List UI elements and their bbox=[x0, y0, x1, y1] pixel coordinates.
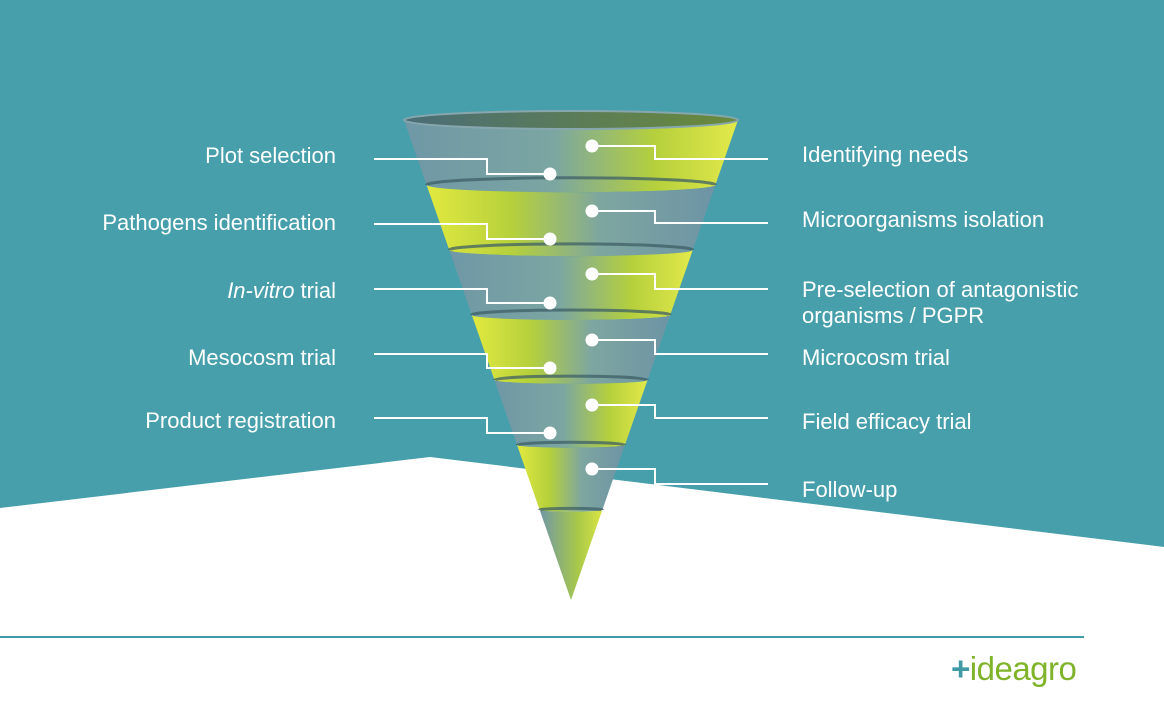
connector-line-right bbox=[592, 273, 768, 290]
label-microcosm-trial: Microcosm trial bbox=[802, 345, 950, 370]
footer-divider bbox=[0, 636, 1084, 638]
logo-wordmark: ideagro bbox=[969, 650, 1077, 687]
funnel-band-rim bbox=[492, 374, 650, 382]
connector-line-left bbox=[374, 353, 550, 369]
funnel-top-opening bbox=[403, 110, 739, 130]
funnel-band-rim bbox=[425, 176, 717, 186]
label-in-vitro-italic: In-vitro bbox=[227, 278, 295, 303]
label-product-registration: Product registration bbox=[145, 408, 336, 433]
label-follow-up: Follow-up bbox=[802, 477, 898, 502]
funnel-bands bbox=[403, 110, 739, 600]
label-identifying-needs: Identifying needs bbox=[802, 142, 969, 167]
label-in-vitro-rest: trial bbox=[294, 278, 336, 303]
funnel-band bbox=[494, 380, 648, 448]
connector-dot bbox=[585, 333, 599, 347]
connector-dot bbox=[543, 426, 557, 440]
connector-line-right bbox=[592, 468, 768, 485]
connector-line-right bbox=[592, 145, 768, 160]
connector-dot bbox=[585, 462, 599, 476]
connector-line-left bbox=[374, 417, 550, 434]
funnel-band bbox=[539, 510, 603, 600]
ideagro-logo: +ideagro bbox=[951, 650, 1077, 688]
label-pre-selection-line1: Pre-selection of antagonistic bbox=[802, 277, 1079, 302]
label-field-efficacy-trial: Field efficacy trial bbox=[802, 409, 972, 434]
connector-line-right bbox=[592, 339, 768, 355]
funnel-band bbox=[517, 445, 625, 512]
connector-dot bbox=[543, 296, 557, 310]
label-plot-selection: Plot selection bbox=[205, 143, 336, 168]
connector-line-left bbox=[374, 223, 550, 240]
connector-dot bbox=[543, 167, 557, 181]
connector-dot bbox=[585, 139, 599, 153]
connector-line-left bbox=[374, 158, 550, 175]
connector-lines bbox=[374, 139, 768, 485]
connector-dot bbox=[585, 204, 599, 218]
funnel-band-rim bbox=[538, 506, 604, 512]
connector-dot bbox=[585, 398, 599, 412]
label-in-vitro-trial: In-vitro trial bbox=[227, 278, 336, 304]
funnel-band-rim bbox=[515, 440, 627, 447]
connector-dot bbox=[543, 232, 557, 246]
connector-dot bbox=[543, 361, 557, 375]
label-pre-selection: Pre-selection of antagonistic organisms … bbox=[802, 277, 1078, 329]
label-mesocosm-trial: Mesocosm trial bbox=[188, 345, 336, 370]
label-microorganisms-isolation: Microorganisms isolation bbox=[802, 207, 1045, 232]
funnel-band-rim bbox=[470, 308, 672, 317]
connector-dot bbox=[585, 267, 599, 281]
connector-line-right bbox=[592, 210, 768, 224]
funnel-band-rim bbox=[447, 242, 695, 251]
connector-line-left bbox=[374, 288, 550, 304]
logo-plus: + bbox=[951, 650, 970, 687]
label-pathogens-identification: Pathogens identification bbox=[102, 210, 336, 235]
label-pre-selection-line2: organisms / PGPR bbox=[802, 303, 985, 328]
connector-line-right bbox=[592, 404, 768, 419]
funnel-band bbox=[471, 315, 671, 384]
